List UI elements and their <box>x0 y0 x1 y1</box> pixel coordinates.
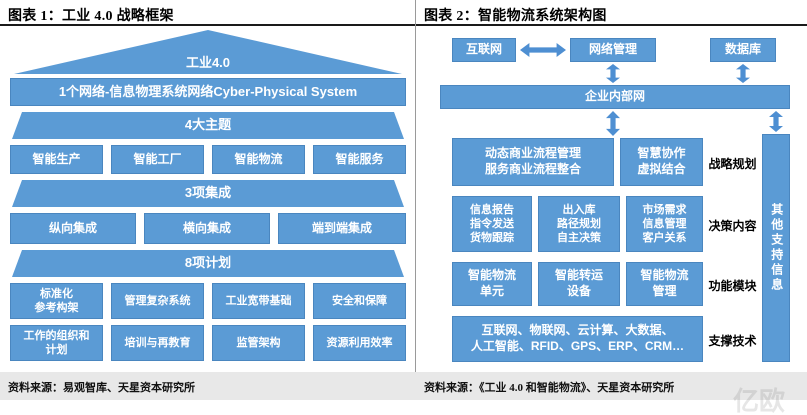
header-rule <box>0 24 807 26</box>
integration-box: 横向集成 <box>144 213 270 244</box>
module-box: 智能物流 管理 <box>626 262 703 306</box>
theme-box: 智能工厂 <box>111 145 204 174</box>
other-support-info-box: 其他支持信息 <box>762 134 790 362</box>
decision-label: 决策内容 <box>708 219 757 233</box>
strategy-box: 智慧协作 虚拟结合 <box>620 138 703 186</box>
database-box: 数据库 <box>710 38 776 62</box>
plan-box: 资源利用效率 <box>313 325 406 361</box>
integrations-header-bar: 3项集成 <box>12 180 404 207</box>
plan-box: 标准化 参考构架 <box>10 283 103 319</box>
strategy-box: 动态商业流程管理 服务商业流程整合 <box>452 138 614 186</box>
theme-box: 智能物流 <box>212 145 305 174</box>
plan-box: 管理复杂系统 <box>111 283 204 319</box>
figure1-title: 图表 1：工业 4.0 战略框架 <box>8 9 174 24</box>
strategy-label: 战略规划 <box>708 157 757 171</box>
vertical-double-arrow-icon <box>606 111 620 136</box>
integration-box: 纵向集成 <box>10 213 136 244</box>
module-label: 功能模块 <box>708 279 757 293</box>
theme-box: 智能服务 <box>313 145 406 174</box>
tech-label: 支撑技术 <box>708 334 757 348</box>
plan-box: 工作的组织和 计划 <box>10 325 103 361</box>
pyramid-apex-label: 工业4.0 <box>185 55 231 70</box>
integration-box: 端到端集成 <box>278 213 406 244</box>
figure2-title: 图表 2：智能物流系统架构图 <box>424 9 607 24</box>
theme-box: 智能生产 <box>10 145 103 174</box>
source-left: 资料来源：易观智库、天星资本研究所 <box>8 382 195 394</box>
module-box: 智能转运 设备 <box>538 262 620 306</box>
intranet-bar: 企业内部网 <box>440 85 790 109</box>
footer-band <box>0 372 807 400</box>
watermark: 亿欧 <box>733 387 786 415</box>
internet-box: 互联网 <box>452 38 516 62</box>
plan-box: 培训与再教育 <box>111 325 204 361</box>
vertical-double-arrow-icon <box>606 64 620 83</box>
plan-box: 工业宽带基础 <box>212 283 305 319</box>
network-mgmt-box: 网络管理 <box>570 38 656 62</box>
plan-box: 监管架构 <box>212 325 305 361</box>
decision-box: 出入库 路径规划 自主决策 <box>538 196 620 252</box>
source-right: 资料来源：《工业 4.0 和智能物流》、天星资本研究所 <box>424 382 675 394</box>
plans-header-bar: 8项计划 <box>12 250 404 277</box>
panel-divider <box>415 0 416 400</box>
decision-box: 市场需求 信息管理 客户关系 <box>626 196 703 252</box>
decision-box: 信息报告 指令发送 货物跟踪 <box>452 196 532 252</box>
vertical-double-arrow-icon <box>769 111 783 132</box>
themes-header-bar: 4大主题 <box>12 112 404 139</box>
plan-box: 安全和保障 <box>313 283 406 319</box>
cps-network-bar: 1个网络-信息物理系统网络Cyber-Physical System <box>10 78 406 106</box>
tech-box: 互联网、物联网、云计算、大数据、 人工智能、RFID、GPS、ERP、CRM… <box>452 316 703 362</box>
module-box: 智能物流 单元 <box>452 262 532 306</box>
horizontal-double-arrow-icon <box>520 43 566 57</box>
vertical-double-arrow-icon <box>736 64 750 83</box>
